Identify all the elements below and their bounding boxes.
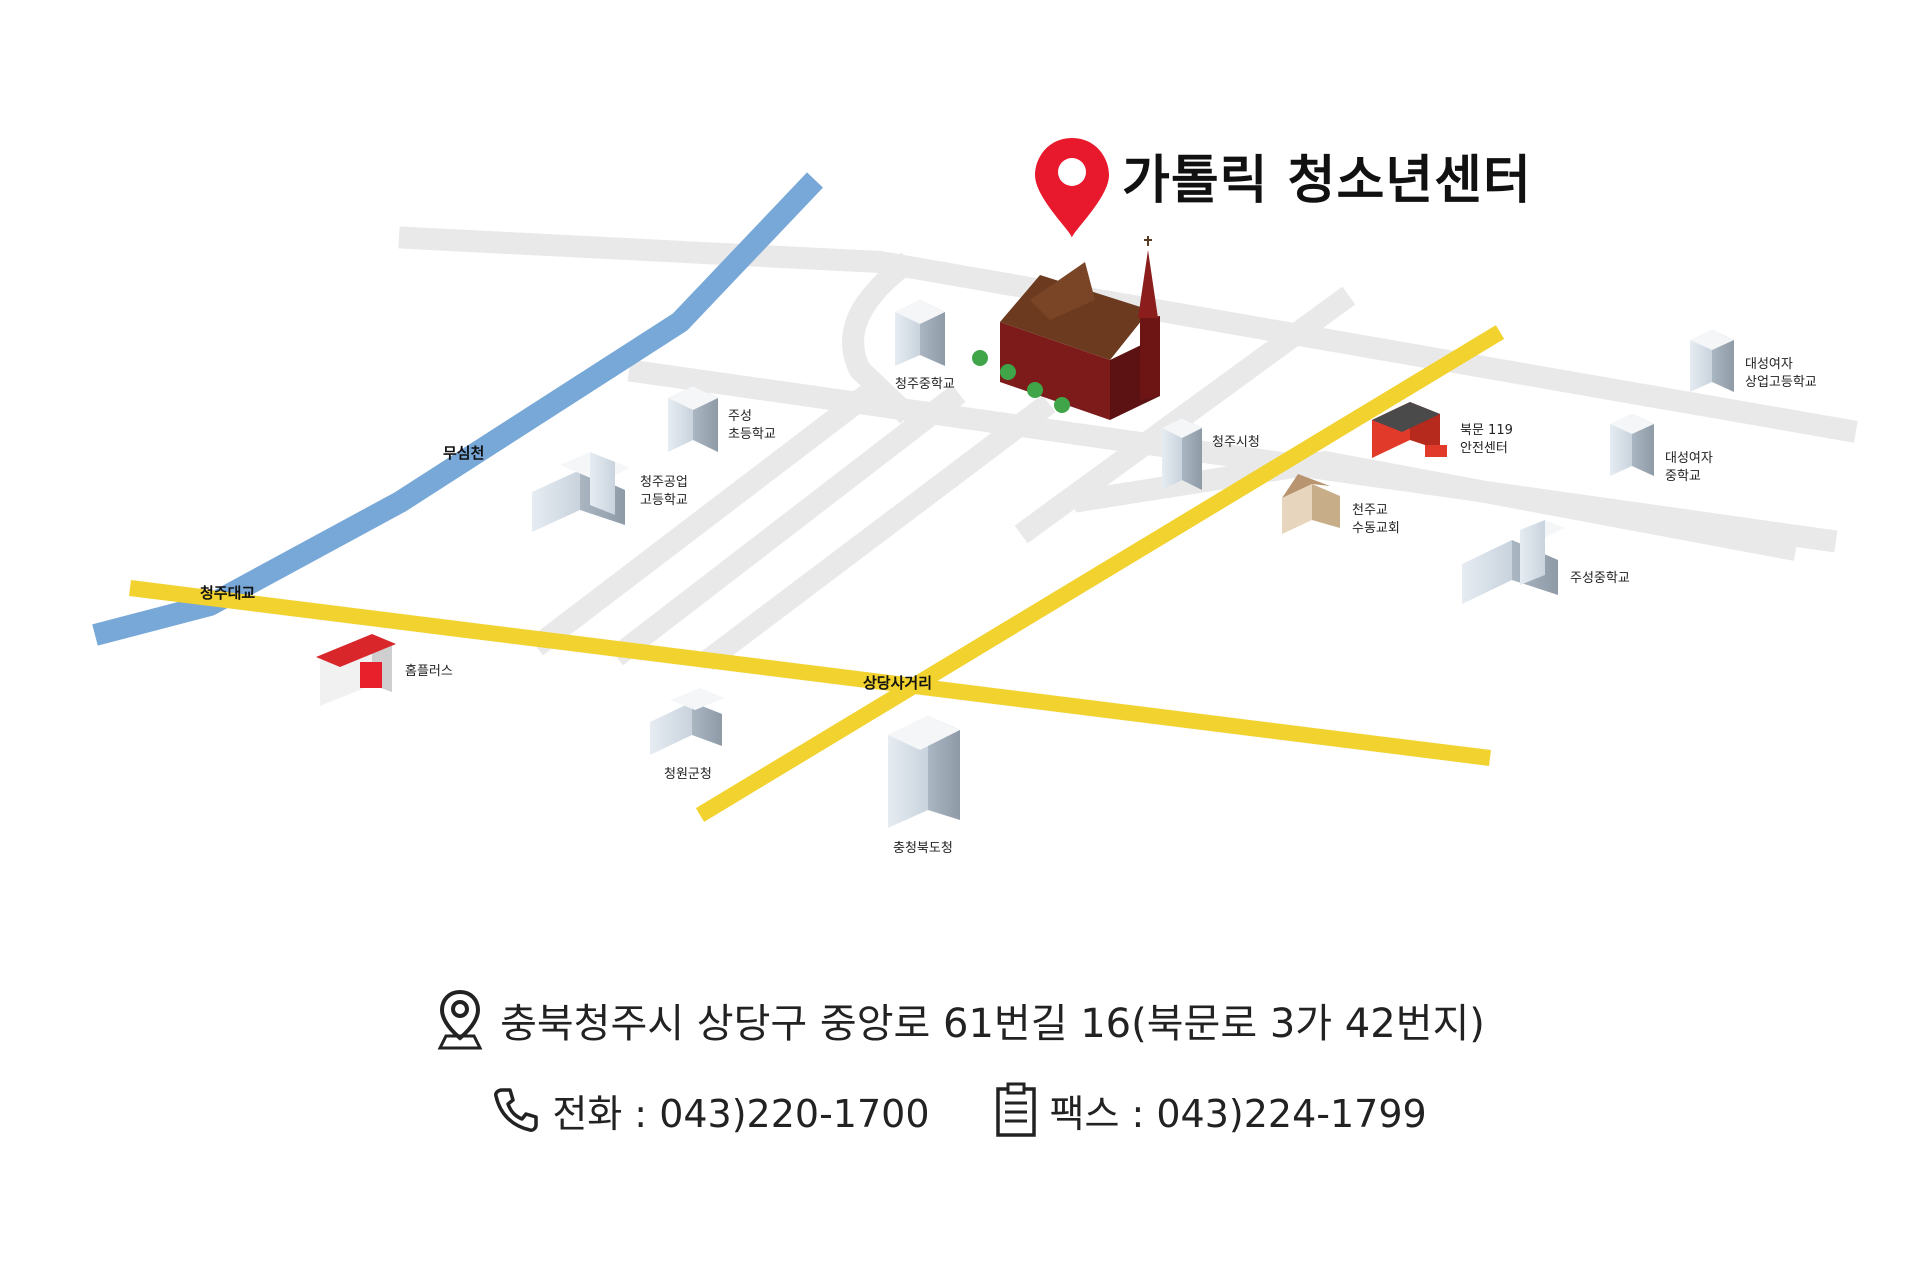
clipboard-icon xyxy=(995,1082,1036,1137)
location-pin-icon xyxy=(1035,138,1109,238)
label-jusung-elem-1: 주성 xyxy=(728,409,752,424)
label-cheongju-tech-1: 청주공업 xyxy=(640,475,688,490)
city-hall-icon xyxy=(1162,418,1202,490)
fax-item: 팩스 : 043)224-1799 xyxy=(994,1081,1427,1139)
label-fire-station-1: 북문 119 xyxy=(1460,423,1513,438)
label-city-hall: 청주시청 xyxy=(1212,435,1260,450)
catholic-church-icon xyxy=(1282,474,1340,534)
label-daesung-comm-2: 상업고등학교 xyxy=(1745,375,1817,390)
homeplus-icon xyxy=(316,634,396,706)
contact-info: 충북청주시 상당구 중앙로 61번길 16(북문로 3가 42번지) 전화 : … xyxy=(0,985,1919,1145)
label-cheongju-tech-2: 고등학교 xyxy=(640,493,688,508)
youth-center-church xyxy=(972,236,1160,420)
chungbuk-provincial-office-icon xyxy=(888,716,960,828)
daesung-girls-middle-icon xyxy=(1610,414,1654,476)
road-diag-3 xyxy=(699,394,1056,671)
bridge-label: 청주대교 xyxy=(200,584,255,602)
cheongwon-county-office-icon xyxy=(650,688,725,755)
label-cheongju-middle: 청주중학교 xyxy=(895,377,955,392)
jusung-middle-school-icon xyxy=(1462,520,1565,604)
main-roads xyxy=(129,325,1505,822)
road-diag-1 xyxy=(529,384,876,656)
intersection-label: 상당사거리 xyxy=(863,674,932,692)
label-fire-station-2: 안전센터 xyxy=(1460,441,1508,456)
address-row: 충북청주시 상당구 중앙로 61번길 16(북문로 3가 42번지) xyxy=(0,985,1919,1055)
main-road-diagonal xyxy=(695,325,1505,822)
label-chungbuk-provincial: 충청북도청 xyxy=(893,841,953,856)
label-jusung-middle: 주성중학교 xyxy=(1570,571,1630,586)
label-daesung-comm-1: 대성여자 xyxy=(1745,357,1793,372)
phone-icon xyxy=(494,1088,539,1132)
location-marker-icon xyxy=(437,989,483,1050)
river-musimcheon xyxy=(92,172,823,646)
label-daesung-middle-1: 대성여자 xyxy=(1665,451,1713,466)
contact-row: 전화 : 043)220-1700 팩스 : 043)224-1799 xyxy=(0,1075,1919,1145)
road-diag-4 xyxy=(1014,286,1356,544)
label-catholic-church-1: 천주교 xyxy=(1352,503,1388,518)
label-jusung-elem-2: 초등학교 xyxy=(728,427,776,442)
river-label: 무심천 xyxy=(443,444,484,462)
main-road-horizontal xyxy=(129,580,1491,766)
cheongju-middle-school-icon xyxy=(895,300,945,366)
cheongju-technical-hs-icon xyxy=(532,452,630,532)
label-daesung-middle-2: 중학교 xyxy=(1665,469,1701,484)
address-text: 충북청주시 상당구 중앙로 61번길 16(북문로 3가 42번지) xyxy=(500,1001,1485,1047)
fax-text: 팩스 : 043)224-1799 xyxy=(1049,1091,1427,1136)
phone-item: 전화 : 043)220-1700 xyxy=(492,1083,930,1138)
phone-text[interactable]: 전화 : 043)220-1700 xyxy=(552,1091,930,1136)
jusung-elementary-icon xyxy=(668,386,718,452)
label-homeplus: 홈플러스 xyxy=(405,664,453,679)
label-catholic-church-2: 수동교회 xyxy=(1352,521,1400,536)
label-cheongwon-county: 청원군청 xyxy=(664,767,712,782)
road-diag-2 xyxy=(609,384,966,666)
map-title: 가톨릭 청소년센터 xyxy=(1122,151,1532,211)
road-north xyxy=(398,226,1858,443)
road-curve xyxy=(842,252,916,424)
daesung-girls-commercial-hs-icon xyxy=(1690,330,1734,392)
fire-station-icon xyxy=(1372,402,1447,458)
